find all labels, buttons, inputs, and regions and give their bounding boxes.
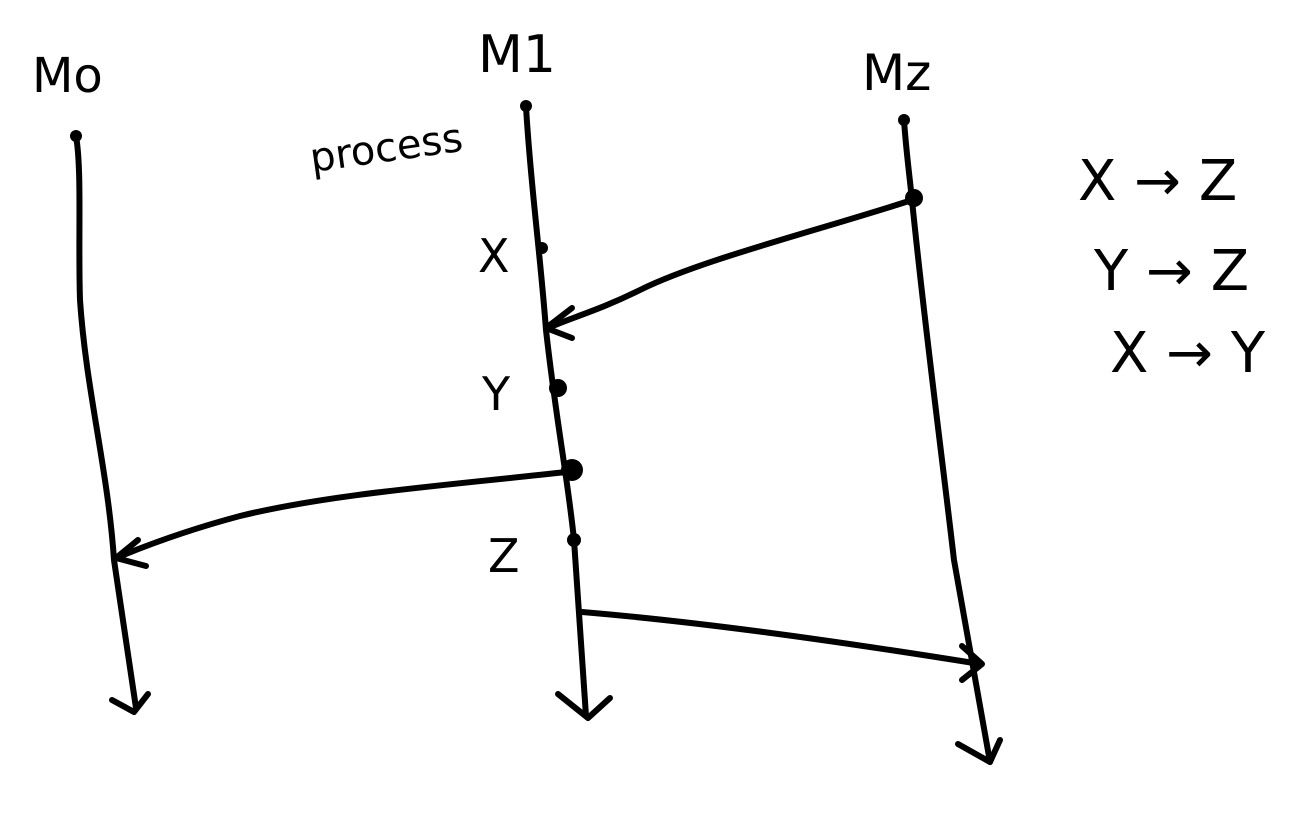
timeline-m1-line (523, 103, 589, 719)
timeline-m1 (520, 100, 613, 721)
message-m1-to-m2-line (579, 609, 983, 667)
message-m1-to-m2 (579, 609, 985, 683)
event-dot-y (549, 379, 567, 397)
relation-x-y: X → Y (1110, 321, 1266, 386)
timeline-m2-arrowhead (955, 737, 1003, 765)
event-dot-z (567, 533, 581, 547)
message-m1-to-m2-arrowhead (959, 643, 985, 683)
process-note: process (307, 115, 466, 182)
message-m1-to-m0-arrowhead (113, 537, 149, 569)
event-label-x: X (478, 229, 510, 283)
message-m1-to-m0 (113, 469, 569, 569)
message-m2-to-m1-arrowhead (543, 305, 575, 341)
process-label-m1: M1 (478, 25, 556, 85)
timeline-m0-arrowhead (109, 691, 151, 715)
relation-x-z: X → Z (1078, 149, 1237, 214)
relations-list: X → Z Y → Z X → Y (1078, 149, 1266, 386)
event-label-y: Y (481, 367, 511, 421)
message-m1-to-m0-line (113, 469, 569, 561)
event-dot-x (536, 242, 548, 254)
event-label-z: Z (488, 529, 520, 583)
timeline-m1-arrowhead (555, 691, 613, 721)
relation-y-z: Y → Z (1093, 239, 1249, 304)
timeline-m2 (898, 114, 1003, 765)
timeline-m0 (70, 130, 151, 715)
event-dot-send-to-m0 (561, 459, 583, 481)
process-label-m2: Mz (862, 44, 931, 102)
timeline-m0-line (73, 133, 139, 711)
timeline-m2-line (901, 117, 993, 765)
message-m2-to-m1-line (545, 197, 915, 331)
process-label-m0: Mo (32, 48, 103, 104)
message-m2-to-m1 (543, 197, 915, 341)
